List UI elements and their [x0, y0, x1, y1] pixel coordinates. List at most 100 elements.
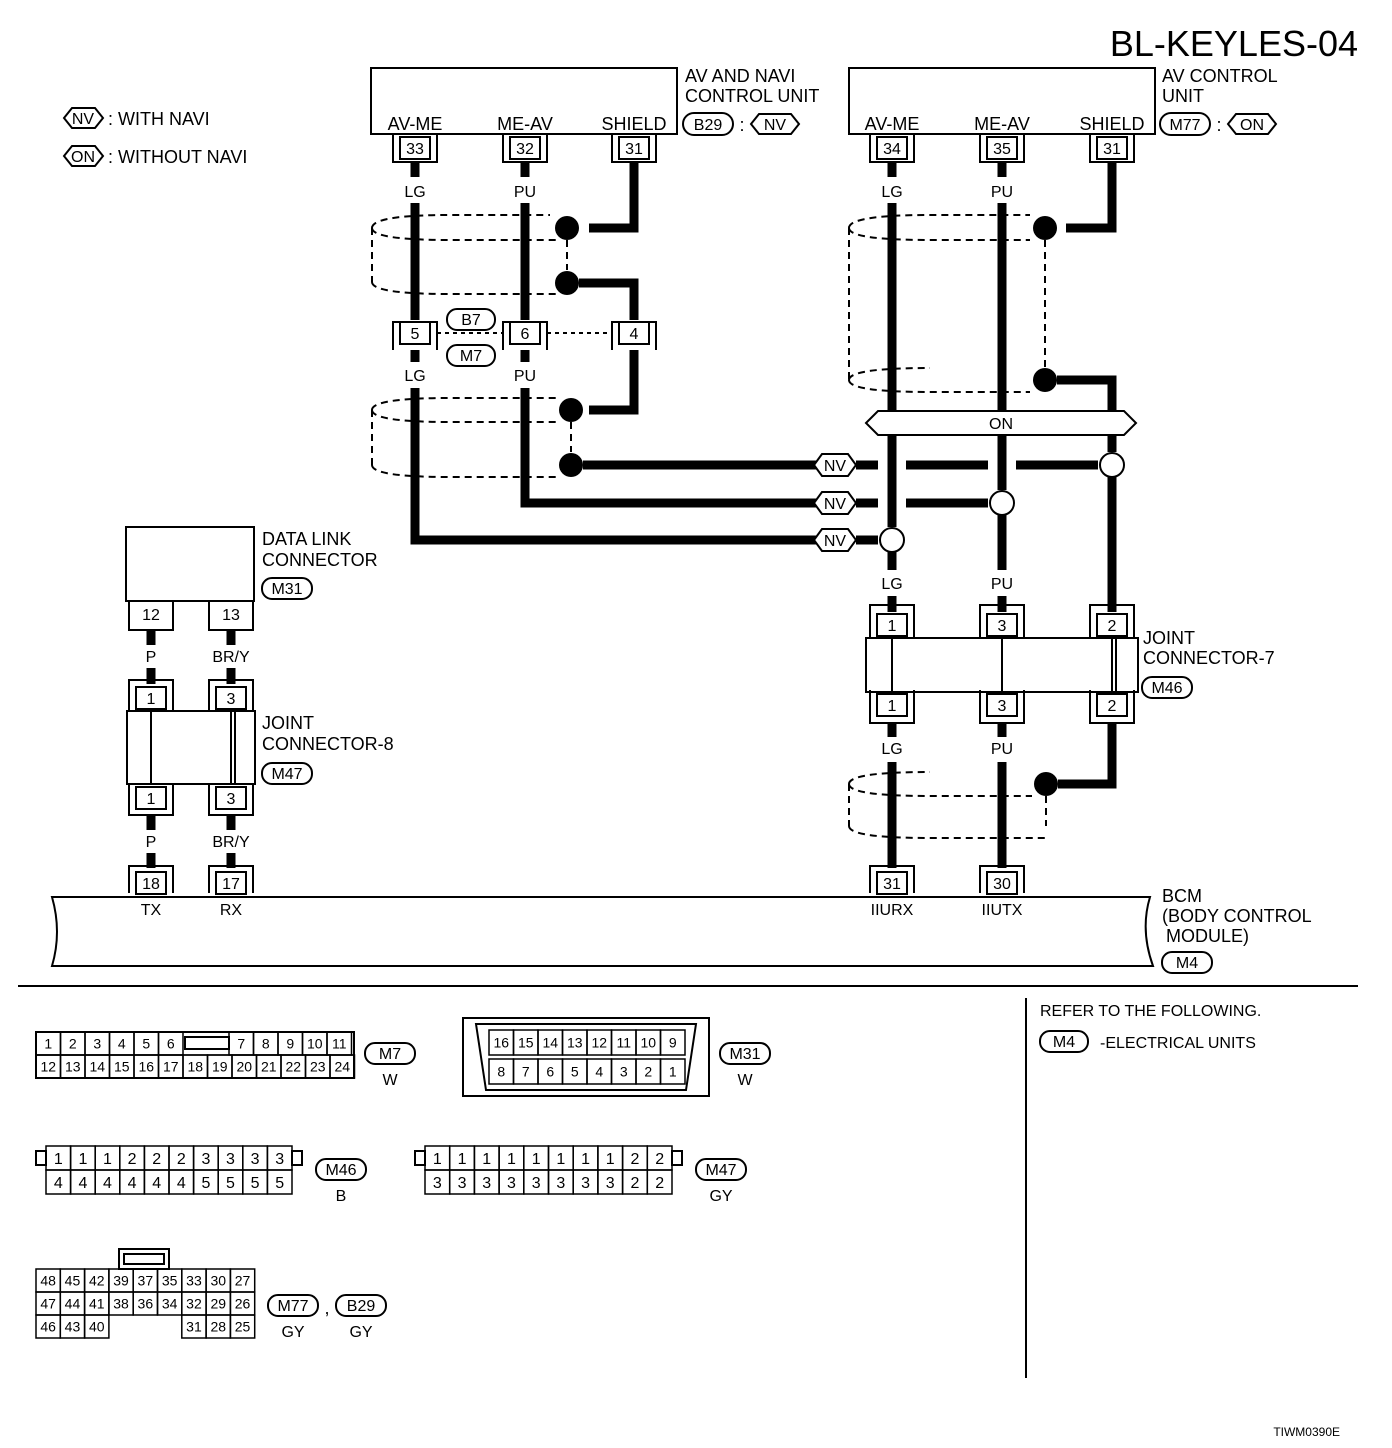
- bcm-pin-18: 18: [142, 876, 160, 893]
- bcm-pin-30: 30: [993, 876, 1011, 893]
- legend-on-tag: ON: [71, 149, 95, 166]
- m77-cavity: 27: [235, 1273, 251, 1289]
- b29-face-color: GY: [349, 1324, 372, 1341]
- m31-cavity: 2: [644, 1064, 652, 1080]
- b29-colon: :: [739, 115, 744, 135]
- b29-nv-tag: NV: [764, 117, 787, 134]
- m47-face-code-oval: [695, 1158, 747, 1181]
- m77-cavity: 35: [162, 1273, 178, 1289]
- bcm-name-2: (BODY CONTROL: [1162, 906, 1312, 926]
- m77-cavity: 41: [89, 1296, 105, 1312]
- av-navi-unit-box: [370, 67, 678, 135]
- pin-33: 33: [406, 141, 424, 158]
- on-bar-label: ON: [989, 416, 1013, 433]
- ref-m4-oval: [1039, 1030, 1089, 1053]
- wire-color-pu-2: PU: [514, 368, 536, 385]
- m7-cavity: 15: [114, 1059, 130, 1075]
- m47-cavity: 1: [556, 1151, 565, 1168]
- av-navi-control-unit: AV-ME ME-AV SHIELD AV AND NAVI CONTROL U…: [370, 66, 819, 136]
- m7-cavity: 12: [40, 1059, 56, 1075]
- m77-cavity: 33: [186, 1273, 202, 1289]
- m31-face-code-oval: [719, 1042, 771, 1065]
- m47-cavity: 3: [482, 1175, 491, 1192]
- m7-cavity: 22: [285, 1059, 301, 1075]
- bcm-name-3: MODULE): [1166, 926, 1249, 946]
- m46-cavity: 2: [177, 1151, 186, 1168]
- m31-cavity: 9: [669, 1035, 677, 1051]
- diagram-title: BL-KEYLES-04: [1110, 23, 1358, 64]
- m77-cavity: 45: [65, 1273, 81, 1289]
- m47-cavity: 1: [458, 1151, 467, 1168]
- m47-cavity: 1: [581, 1151, 590, 1168]
- m77-cavity: 37: [138, 1273, 154, 1289]
- b29-face-code-oval: [335, 1294, 387, 1317]
- m7-cavity: 6: [167, 1036, 175, 1052]
- wire-color-lg-1: LG: [404, 184, 425, 201]
- m46-cavity: 4: [54, 1175, 63, 1192]
- m47-cavity: 2: [655, 1151, 664, 1168]
- m31-cavity: 3: [620, 1064, 628, 1080]
- bcm: 18 17 31 30 TX RX IIURX IIUTX BCM (BODY …: [50, 865, 1312, 974]
- m77-code: M77: [1169, 117, 1200, 134]
- b7-code-oval: [446, 308, 496, 331]
- m46-cavity: 5: [251, 1175, 260, 1192]
- m7-cavity: 9: [286, 1036, 294, 1052]
- wire-color-p-2: P: [146, 834, 157, 851]
- bcm-name-1: BCM: [1162, 886, 1202, 906]
- data-link-name-1: DATA LINK: [262, 529, 351, 549]
- m7-cavity: 7: [237, 1036, 245, 1052]
- j7-name-1: JOINT: [1143, 628, 1195, 648]
- m77-code-oval: [1159, 112, 1211, 136]
- m77-face-color: GY: [281, 1324, 304, 1341]
- j8-top-pin-3: 3: [227, 691, 236, 708]
- av-navi-term-av-me: AV-ME: [388, 114, 443, 134]
- m47-cavity: 3: [606, 1175, 615, 1192]
- m7-cavity: 20: [236, 1059, 252, 1075]
- m77-cavity: 26: [235, 1296, 251, 1312]
- m7-code: M7: [460, 348, 482, 365]
- m46-cavity: 3: [226, 1151, 235, 1168]
- m77-cavity: 47: [40, 1296, 56, 1312]
- pin-34: 34: [883, 141, 901, 158]
- m77-cavity: 39: [113, 1273, 129, 1289]
- data-link-name-2: CONNECTOR: [262, 550, 378, 570]
- m77-cavity: 32: [186, 1296, 202, 1312]
- m77-face-code: M77: [277, 1298, 308, 1315]
- m31-code: M31: [271, 581, 302, 598]
- av-ctl-term-shield: SHIELD: [1079, 114, 1144, 134]
- m47-cavity: 1: [606, 1151, 615, 1168]
- bcm-term-iiutx: IIUTX: [982, 902, 1023, 919]
- av-control-pins: 34 35 31: [869, 134, 1135, 163]
- m7-cavity: 18: [187, 1059, 203, 1075]
- m77-cavity: 44: [65, 1296, 81, 1312]
- j8-top-pin-1: 1: [147, 691, 156, 708]
- harness-pin-4: 4: [630, 326, 639, 343]
- legend-nv-tag: NV: [72, 111, 95, 128]
- av-navi-name-2: CONTROL UNIT: [685, 86, 819, 106]
- j7-top-pin-1: 1: [888, 618, 897, 635]
- legend: NV : WITH NAVI ON : WITHOUT NAVI: [62, 107, 247, 167]
- av-control-unit-box: [848, 67, 1156, 135]
- m31-cavity: 4: [595, 1064, 603, 1080]
- m47-cavity: 2: [630, 1175, 639, 1192]
- m47-cavity: 3: [556, 1175, 565, 1192]
- pin-35: 35: [993, 141, 1011, 158]
- m46-cavity: 4: [128, 1175, 137, 1192]
- m46-face-color: B: [336, 1188, 347, 1205]
- m31-cavity: 11: [616, 1035, 631, 1051]
- bcm-term-rx: RX: [220, 902, 243, 919]
- m47-cavity: 3: [581, 1175, 590, 1192]
- b29-code: B29: [694, 117, 723, 134]
- m77-cavity: 38: [113, 1296, 129, 1312]
- m7-cavity: 16: [138, 1059, 154, 1075]
- m7-cavity: 8: [262, 1036, 270, 1052]
- m31-cavity: 5: [571, 1064, 579, 1080]
- harness-pin-6: 6: [521, 326, 530, 343]
- m47-cavity: 2: [630, 1151, 639, 1168]
- j8-bot-pin-1: 1: [147, 791, 156, 808]
- m77-cavity: 43: [65, 1319, 81, 1335]
